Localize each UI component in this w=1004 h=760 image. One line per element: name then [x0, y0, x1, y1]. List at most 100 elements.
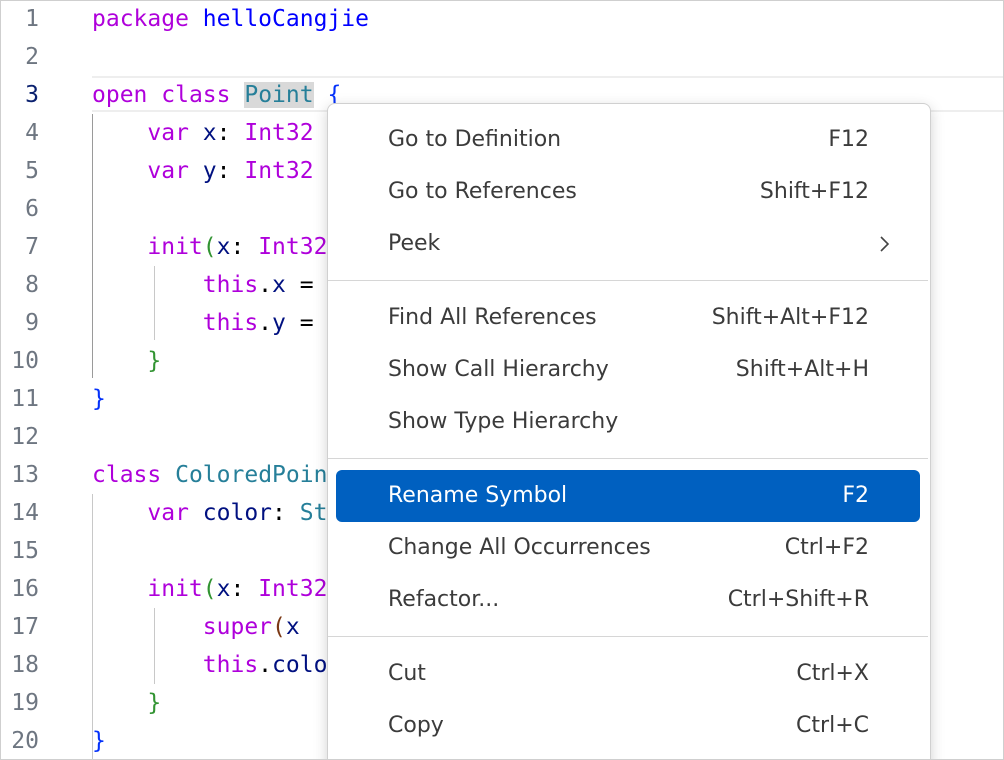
menu-item-find-all-references[interactable]: Find All References Shift+Alt+F12 — [336, 292, 920, 344]
menu-item-refactor[interactable]: Refactor...Ctrl+Shift+R — [336, 574, 920, 626]
code-line[interactable]: 10 } — [1, 342, 1003, 380]
code-token: ColoredPoint — [175, 462, 342, 488]
code-token — [92, 158, 147, 184]
code-line[interactable]: 2 — [1, 38, 1003, 76]
code-token: ( — [202, 234, 217, 260]
line-number: 20 — [11, 728, 39, 754]
code-line[interactable]: 19 } — [1, 684, 1003, 722]
code-token: : — [230, 234, 259, 260]
code-token: ( — [272, 614, 286, 640]
code-line[interactable]: 12 — [1, 418, 1003, 456]
line-number: 7 — [25, 234, 39, 260]
menu-item-label: Go to References — [388, 179, 577, 204]
code-token — [92, 310, 203, 336]
line-number: 13 — [11, 462, 39, 488]
code-token: Int32 — [244, 120, 314, 146]
code-line[interactable]: 11} — [1, 380, 1003, 418]
code-token: x — [285, 614, 300, 640]
code-token: x — [272, 272, 286, 298]
code-token — [92, 500, 147, 526]
code-token: var — [147, 120, 189, 146]
menu-item-label: Show Type Hierarchy — [388, 409, 619, 434]
menu-item-shortcut: Ctrl+C — [796, 713, 869, 738]
code-token: : — [216, 120, 245, 146]
line-number: 8 — [25, 272, 39, 298]
line-number: 15 — [11, 538, 39, 564]
code-line[interactable]: 8 this.x = — [1, 266, 1003, 304]
code-line[interactable]: 4 var x: Int32 — [1, 114, 1003, 152]
line-number: 14 — [11, 500, 39, 526]
line-number: 12 — [11, 424, 39, 450]
code-line[interactable]: 9 this.y = — [1, 304, 1003, 342]
indent-guide — [154, 608, 155, 684]
menu-item-shortcut: Shift+Alt+F12 — [711, 305, 869, 330]
line-number: 3 — [25, 82, 39, 108]
code-token — [189, 6, 203, 32]
code-text: package helloCangjie — [92, 1, 369, 38]
menu-item-label: Cut — [388, 661, 426, 686]
menu-separator — [328, 280, 928, 281]
code-line[interactable]: 20} — [1, 722, 1003, 759]
line-number: 18 — [11, 652, 39, 678]
line-number: 2 — [25, 44, 39, 70]
code-token: y — [202, 158, 217, 184]
code-token: package — [92, 6, 189, 32]
code-token: this — [202, 310, 259, 336]
menu-item-shortcut: Shift+F12 — [759, 179, 869, 204]
menu-item-peek[interactable]: Peek — [336, 218, 920, 270]
menu-item-label: Copy — [388, 713, 444, 738]
code-line[interactable]: 7 init(x: Int32 — [1, 228, 1003, 266]
code-token: this — [202, 652, 259, 678]
code-token: : — [216, 158, 245, 184]
code-token — [92, 652, 203, 678]
menu-item-shortcut: Shift+Alt+H — [735, 357, 869, 382]
code-token: class — [92, 462, 162, 488]
code-line[interactable]: 15 — [1, 532, 1003, 570]
code-text: var x: Int32 — [92, 114, 314, 152]
code-line[interactable]: 5 var y: Int32 — [1, 152, 1003, 190]
code-line[interactable]: 6 — [1, 190, 1003, 228]
line-number: 11 — [11, 386, 39, 412]
code-token: helloCangjie — [202, 6, 369, 32]
code-token: } — [147, 690, 162, 716]
code-token: . — [258, 652, 273, 678]
menu-item-show-type-hierarchy[interactable]: Show Type Hierarchy — [336, 396, 920, 448]
code-text: open class Point { — [92, 76, 341, 114]
code-token — [189, 120, 203, 146]
code-token: var — [147, 158, 189, 184]
code-token — [189, 500, 203, 526]
code-token — [92, 272, 203, 298]
code-token: this — [202, 272, 259, 298]
menu-item-label: Find All References — [388, 305, 597, 330]
code-token: x — [216, 234, 231, 260]
code-text: } — [92, 380, 106, 418]
menu-item-label: Go to Definition — [388, 127, 562, 152]
menu-item-label: Change All Occurrences — [388, 535, 651, 560]
menu-item-copy[interactable]: Copy Ctrl+C — [336, 700, 920, 752]
code-token — [231, 82, 245, 108]
code-line[interactable]: 17 super(x — [1, 608, 1003, 646]
code-token: : — [230, 576, 259, 602]
code-line[interactable]: 13 class ColoredPoint — [1, 456, 1003, 494]
menu-separator — [328, 458, 928, 459]
line-number: 6 — [25, 196, 39, 222]
code-token: super — [202, 614, 273, 640]
code-line[interactable]: 3 open class Point { — [1, 76, 1003, 114]
code-token: class — [161, 82, 231, 108]
code-token — [189, 158, 203, 184]
code-line[interactable]: 18 this.color — [1, 646, 1003, 684]
code-token: . — [258, 272, 273, 298]
code-text: super(x — [92, 608, 300, 646]
line-number: 19 — [11, 690, 39, 716]
menu-item-go-to-references[interactable]: Go to References Shift+F12 — [336, 166, 920, 218]
code-line[interactable]: 16 init(x: Int32 — [1, 570, 1003, 608]
indent-guide — [92, 494, 93, 759]
